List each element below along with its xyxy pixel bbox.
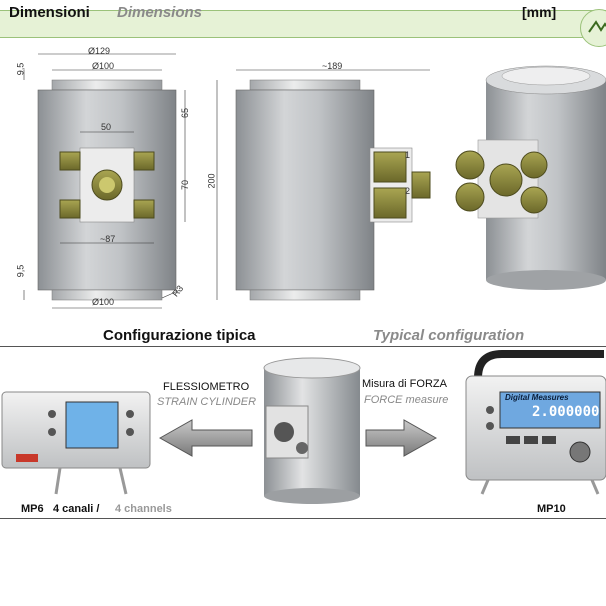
configuration-title-en: Typical configuration [373, 327, 525, 344]
mp10-screen-value: 2.000000 [532, 404, 600, 420]
header-title-it: Dimensioni [9, 4, 90, 21]
arrow-right-icon [365, 419, 438, 457]
mp10-screen-title: Digital Measures [505, 393, 569, 402]
dim-bottom-diameter: Ø100 [92, 297, 115, 307]
mp10-name: MP10 [537, 503, 566, 515]
configuration-title-it: Configurazione tipica [103, 327, 256, 344]
mp6-channels-en: 4 channels [115, 503, 172, 515]
connector-label-2: 2 [405, 186, 411, 196]
strain-cylinder [263, 357, 361, 504]
connector-label-1: 1 [405, 150, 411, 160]
dimension-drawings [23, 53, 606, 309]
dim-top-diameter: Ø100 [92, 61, 115, 71]
divider-bottom [0, 518, 606, 519]
3d-view [455, 65, 606, 290]
dim-side-height: 200 [206, 173, 217, 189]
mp6-channels-it: 4 canali / [53, 503, 100, 515]
header-title-en: Dimensions [117, 4, 203, 21]
mp10-device [465, 350, 606, 495]
configuration-illustration [1, 350, 606, 504]
arrow-left-icon [158, 419, 253, 457]
divider-top [0, 346, 606, 347]
dim-outer-diameter: Ø129 [88, 46, 111, 56]
dim-flange-top: 9,5 [15, 62, 26, 76]
section-header [0, 10, 606, 38]
mp6-name: MP6 [21, 503, 44, 515]
sensor-label-it: FLESSIOMETRO [163, 381, 250, 393]
mp6-device [1, 391, 151, 495]
dim-box-width: 50 [101, 122, 112, 132]
dim-mid-height: 70 [180, 179, 191, 191]
measure-label-en: FORCE measure [364, 394, 449, 406]
front-view [23, 53, 186, 309]
measure-label-it: Misura di FORZA [362, 378, 447, 390]
sensor-label-en: STRAIN CYLINDER [157, 396, 257, 408]
header-unit: [mm] [522, 4, 557, 20]
dim-flange-bottom: 9,5 [15, 264, 26, 278]
dim-side-length: ~189 [322, 61, 343, 71]
logo-icon [580, 9, 606, 47]
dim-connector-width: ~87 [100, 234, 116, 244]
dim-upper-height: 65 [180, 107, 191, 119]
side-view [216, 69, 431, 301]
